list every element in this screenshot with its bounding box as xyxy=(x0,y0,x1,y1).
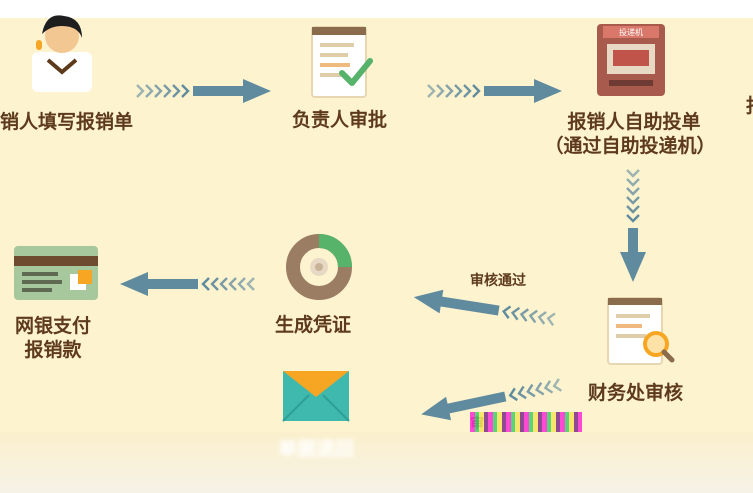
review-pass-label: 审核通过 xyxy=(470,273,526,289)
step-submit-line1: 报销人自助投单 xyxy=(567,111,701,133)
document-magnifier-icon xyxy=(607,297,675,365)
step-fill-form-label: 销人填写报销单 xyxy=(0,111,134,133)
step-approve-label: 负责人审批 xyxy=(292,109,388,131)
arrow-finance-to-return xyxy=(421,378,562,421)
step-finance-review-label: 财务处审核 xyxy=(588,382,684,404)
bank-card-icon xyxy=(14,246,98,300)
bottom-band xyxy=(0,432,753,493)
step-pay-line1: 网银支付 xyxy=(14,315,91,337)
arrow-voucher-to-pay xyxy=(120,272,255,296)
step-submit-line2: （通过自助投递机） xyxy=(544,135,716,157)
arrow-fill-to-approve xyxy=(136,79,271,103)
corrupted-text-strip xyxy=(470,412,582,432)
atm-label: 投递机 xyxy=(619,27,643,37)
step-return-label: 单据退回 xyxy=(278,438,355,460)
voucher-ring-icon xyxy=(286,234,352,300)
document-check-icon xyxy=(311,26,373,98)
step-voucher-label: 生成凭证 xyxy=(275,314,352,336)
step-submit-label: 报销人自助投单 （通过自助投递机） xyxy=(544,110,720,158)
envelope-icon xyxy=(282,371,350,422)
step-pay-label: 网银支付 报销款 xyxy=(10,314,96,362)
cut-off-label: 报 xyxy=(746,94,753,118)
atm-machine-icon: 投递机 xyxy=(597,24,665,96)
step-pay-line2: 报销款 xyxy=(24,339,82,361)
arrow-finance-to-voucher xyxy=(413,289,556,327)
arrow-submit-to-finance xyxy=(620,169,646,282)
person-icon xyxy=(32,15,92,92)
arrow-approve-to-submit xyxy=(427,79,562,103)
